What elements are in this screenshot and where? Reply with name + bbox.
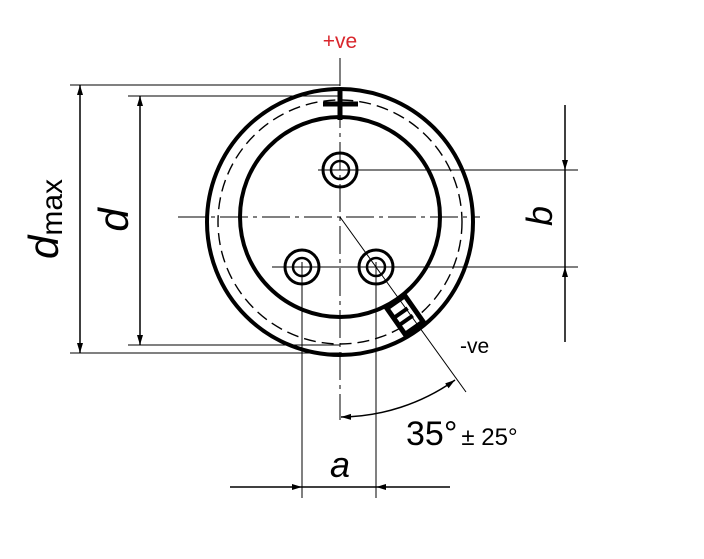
b-label: b — [519, 206, 560, 226]
angle-reference-line — [339, 216, 467, 393]
positive-terminal-label: +ve — [323, 30, 357, 53]
d-max-label-base: d — [20, 234, 67, 259]
angle-tolerance: ± 25° — [461, 424, 517, 451]
positive-terminal-mark — [323, 90, 358, 120]
a-dimension — [230, 262, 450, 498]
d-max-label-sub: max — [36, 179, 69, 236]
a-label: a — [330, 444, 350, 485]
b-dimension — [340, 105, 578, 342]
d-max-dimension — [70, 84, 342, 354]
negative-terminal-notch — [383, 292, 427, 338]
d-max-label: dmax — [20, 179, 69, 259]
angle-label: 35°± 25° — [406, 415, 518, 453]
angle-dimension — [340, 379, 456, 420]
d-dimension — [128, 95, 340, 346]
negative-terminal-label: -ve — [460, 335, 489, 358]
d-label: d — [90, 207, 137, 232]
angle-value: 35° — [406, 415, 457, 453]
